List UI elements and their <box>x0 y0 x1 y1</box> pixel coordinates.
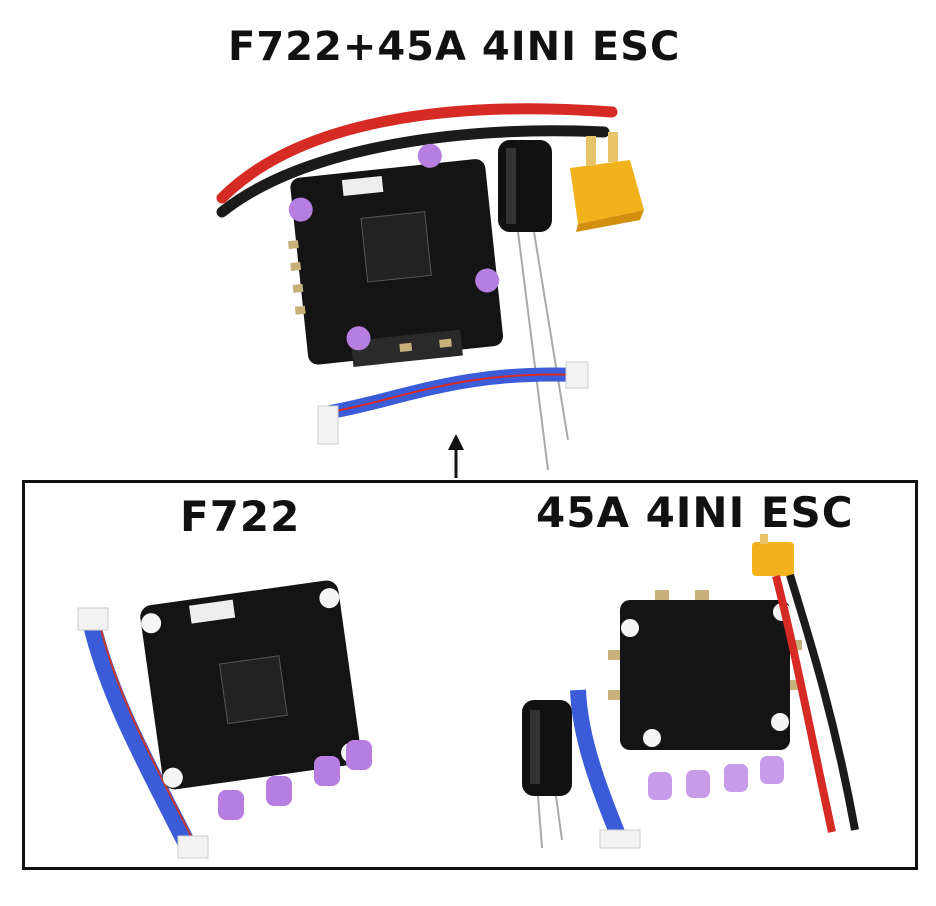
esc-ribbon-cable <box>570 689 641 849</box>
esc-capacitor <box>522 700 572 849</box>
capacitor <box>498 140 569 471</box>
esc-board <box>608 590 802 750</box>
esc-xt60-connector <box>752 534 794 576</box>
xt60-connector <box>570 132 644 232</box>
detail-box <box>22 480 918 870</box>
fc-ribbon-cable <box>77 607 209 859</box>
fc-title: F722 <box>180 492 301 541</box>
black-power-wire <box>216 125 610 218</box>
esc-standoffs <box>648 756 784 800</box>
esc-title: 45A 4INI ESC <box>536 488 854 537</box>
main-title: F722+45A 4INI ESC <box>228 24 681 70</box>
ribbon-cable <box>317 361 589 445</box>
arrow-up-icon <box>448 434 464 478</box>
stack-board <box>287 143 504 367</box>
esc-black-wire <box>786 573 859 831</box>
standoffs <box>218 740 372 820</box>
esc-red-wire <box>772 575 836 833</box>
red-power-wire <box>216 103 618 204</box>
